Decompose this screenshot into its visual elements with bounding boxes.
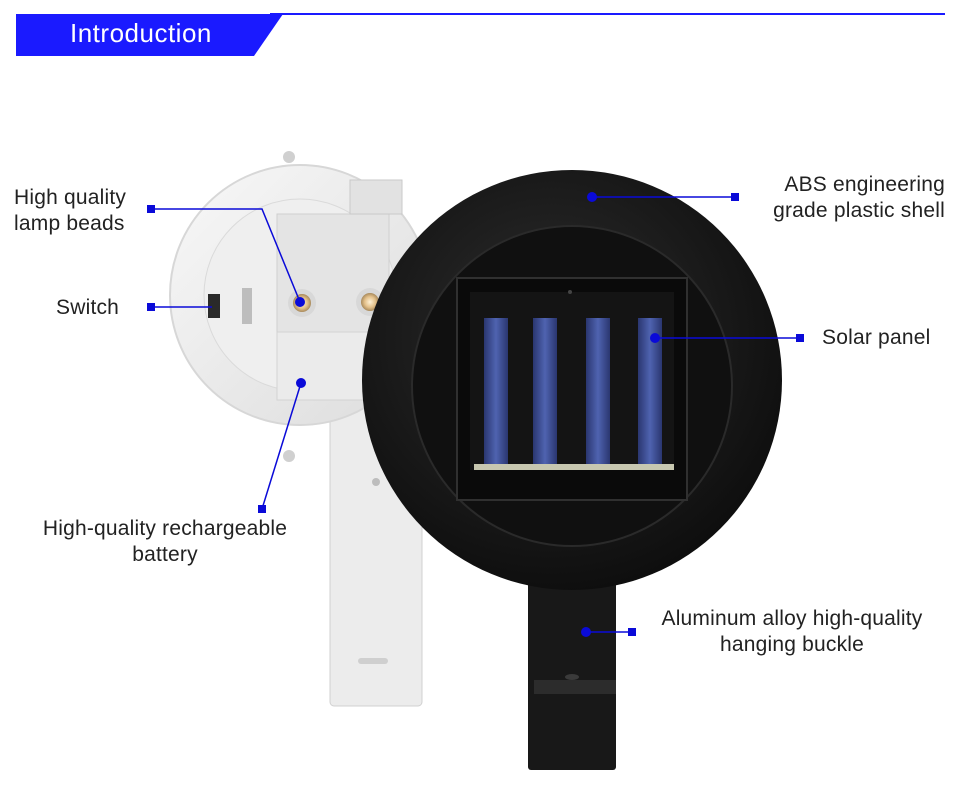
callout-markers xyxy=(147,192,804,637)
callout-switch: Switch xyxy=(56,295,119,321)
callout-buckle: Aluminum alloy high-quality hanging buck… xyxy=(636,606,948,658)
buckle-square xyxy=(628,628,636,636)
callout-lamp-beads-line1: High quality xyxy=(14,186,127,209)
callout-battery-line1: High-quality rechargeable xyxy=(42,517,288,540)
callout-shell: ABS engineering grade plastic shell xyxy=(700,172,945,224)
callout-lamp-beads-line2: lamp beads xyxy=(14,212,125,235)
black-lamp xyxy=(362,170,782,770)
callout-solar-panel-line1: Solar panel xyxy=(822,326,931,349)
buckle-dot xyxy=(581,627,591,637)
lamp-beads-dot xyxy=(295,297,305,307)
shell-dot xyxy=(587,192,597,202)
solar-panel-dot xyxy=(650,333,660,343)
callout-switch-line1: Switch xyxy=(56,296,120,319)
battery-dot xyxy=(296,378,306,388)
header-title: Introduction xyxy=(70,18,212,48)
shell-square xyxy=(731,193,739,201)
lamp-beads-square xyxy=(147,205,155,213)
solar-panel-square xyxy=(796,334,804,342)
callout-buckle-line2: hanging buckle xyxy=(719,633,865,656)
callout-solar-panel: Solar panel xyxy=(822,325,930,351)
callout-buckle-line1: Aluminum alloy high-quality xyxy=(661,607,923,630)
callout-shell-line1: ABS engineering xyxy=(784,173,945,196)
callout-lines xyxy=(151,196,800,633)
battery-square xyxy=(258,505,266,513)
callout-shell-line2: grade plastic shell xyxy=(773,199,945,222)
switch-square xyxy=(147,303,155,311)
callout-battery-line2: battery xyxy=(132,543,198,566)
header-banner xyxy=(16,13,945,56)
callout-battery: High-quality rechargeable battery xyxy=(16,516,314,568)
callout-lamp-beads: High quality lamp beads xyxy=(14,185,126,237)
lamp-beads-leader xyxy=(151,208,301,303)
battery-leader xyxy=(261,382,302,510)
